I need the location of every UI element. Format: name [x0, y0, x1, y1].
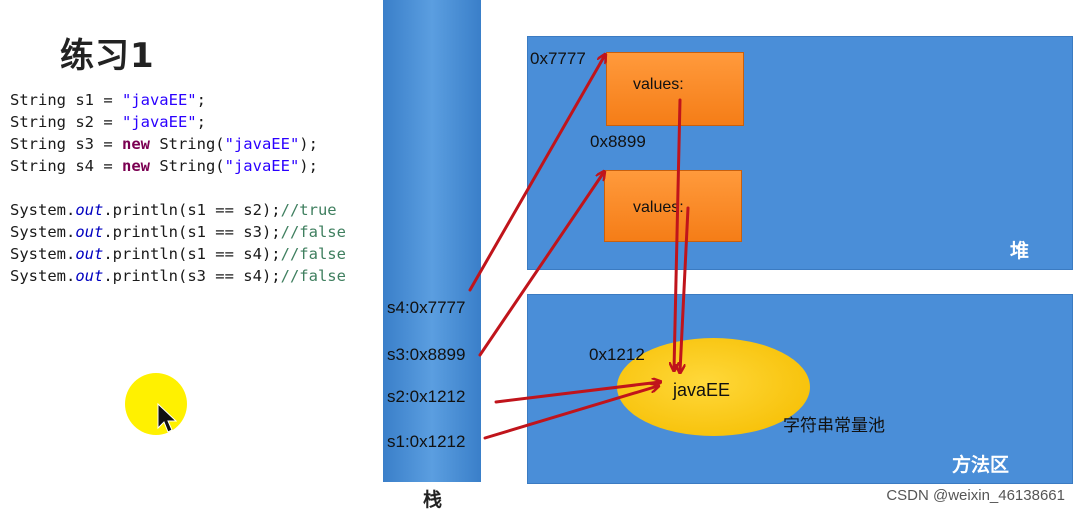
- heap-object-box: [606, 52, 744, 126]
- heap-object-address: 0x7777: [530, 49, 586, 68]
- code-line: System.out.println(s1 == s3);//false: [10, 223, 346, 241]
- arrow-s4-to-heap: [468, 55, 605, 292]
- code-line: System.out.println(s3 == s4);//false: [10, 267, 346, 285]
- stack-entry-s2: s2:0x1212: [387, 387, 466, 406]
- stack-entry-s3: s3:0x8899: [387, 345, 466, 364]
- pool-address: 0x1212: [589, 345, 645, 364]
- heap-object-box: [604, 170, 742, 242]
- heap-object-field: values:: [633, 76, 684, 93]
- code-line: String s1 = "javaEE";: [10, 91, 206, 109]
- code-line: System.out.println(s1 == s4);//false: [10, 245, 346, 263]
- arrow-s1-to-pool: [483, 386, 658, 440]
- stack-entry-s1: s1:0x1212: [387, 432, 466, 451]
- heap-label: 堆: [1010, 240, 1030, 262]
- watermark: CSDN @weixin_46138661: [886, 487, 1065, 504]
- cursor-highlight: [125, 373, 187, 435]
- pool-label: 字符串常量池: [783, 416, 885, 435]
- code-line: System.out.println(s1 == s2);//true: [10, 201, 337, 219]
- heap-object-field: values:: [633, 199, 684, 216]
- mouse-cursor-icon: [157, 403, 177, 433]
- arrow-values2-to-pool: [680, 206, 690, 372]
- stack-label: 栈: [423, 489, 443, 511]
- arrow-s3-to-heap: [478, 172, 604, 357]
- code-line: String s2 = "javaEE";: [10, 113, 206, 131]
- arrow-values1-to-pool: [674, 98, 682, 370]
- stack-region: [383, 0, 481, 482]
- pool-value: javaEE: [673, 380, 731, 400]
- method-area-label: 方法区: [952, 454, 1010, 476]
- heap-object-address: 0x8899: [590, 132, 646, 151]
- slide-title: 练习1: [60, 36, 155, 76]
- stack-entry-s4: s4:0x7777: [387, 298, 466, 317]
- code-line: String s3 = new String("javaEE");: [10, 135, 318, 153]
- code-line: String s4 = new String("javaEE");: [10, 157, 318, 175]
- arrow-s2-to-pool: [494, 382, 660, 404]
